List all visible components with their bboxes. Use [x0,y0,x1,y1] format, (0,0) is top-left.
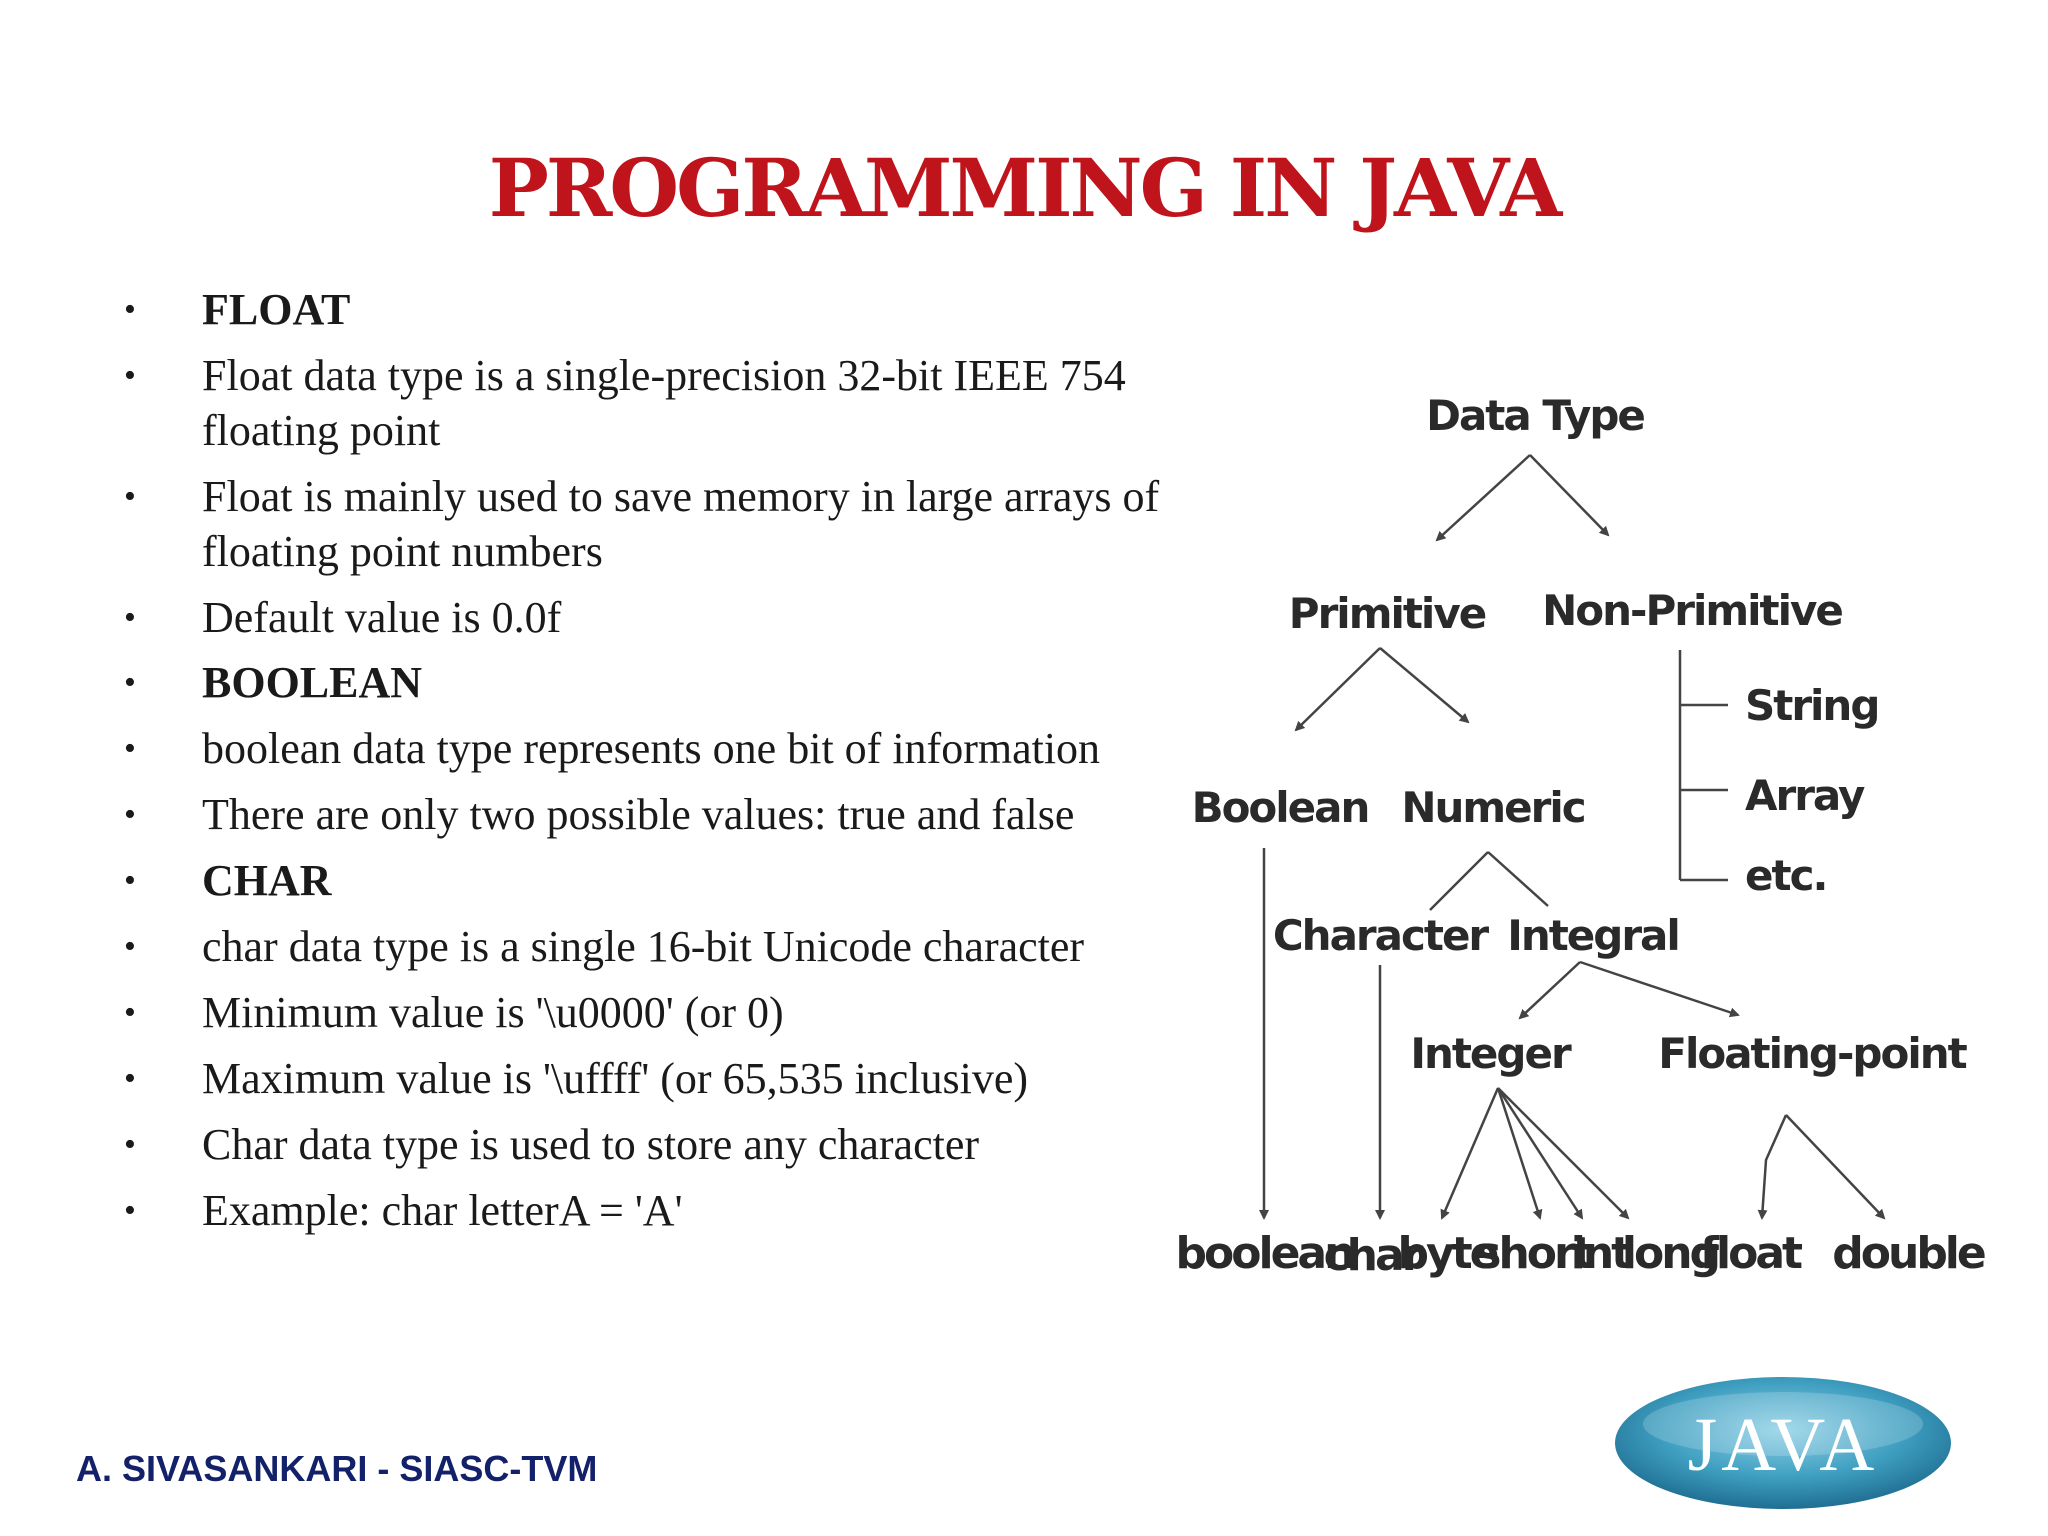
bullet-item: • Char data type is used to store any cha… [124,1117,1184,1172]
bullet-text: CHAR [202,856,332,905]
leaf-double: double [1832,1228,1985,1279]
edge-root-nonprimitive [1529,454,1610,537]
leaf-long: long [1622,1228,1718,1279]
bullet-text: Maximum value is '\uffff' (or 65,535 inc… [202,1054,1029,1103]
node-etc: etc. [1745,851,1826,900]
edge-integral-integer [1518,961,1581,1020]
leaf-int: int [1571,1228,1632,1279]
edge-primitive-boolean [1294,647,1381,732]
node-floating-point: Floating-point [1658,1029,1967,1078]
edge-numeric-integral [1487,851,1549,907]
bullet-text: Example: char letterA = 'A' [202,1186,683,1235]
node-character: Character [1273,911,1490,960]
bullet-dot: • [124,994,136,1031]
bullet-item: • CHAR [124,853,1184,908]
bullet-text: Float is mainly used to save memory in l… [202,472,1160,576]
bullet-item: • BOOLEAN [124,655,1184,710]
node-numeric: Numeric [1401,783,1584,832]
bullet-text: BOOLEAN [202,658,423,707]
footer-author: A. SIVASANKARI - SIASC-TVM [76,1448,598,1489]
node-integer: Integer [1410,1029,1572,1078]
edge-integer-byte [1440,1087,1500,1220]
logo-text: JAVA [1688,1403,1879,1487]
bullet-item: • Minimum value is '\u0000' (or 0) [124,985,1184,1040]
node-integral: Integral [1507,911,1679,960]
node-array: Array [1745,771,1865,820]
bullet-dot: • [124,730,136,767]
bullet-item: • boolean data type represents one bit of… [124,721,1184,776]
bullet-dot: • [124,1060,136,1097]
edge-floating-double [1785,1114,1886,1220]
slide-title: PROGRAMMING IN JAVA [488,141,1562,235]
bullet-text: Char data type is used to store any char… [202,1120,980,1169]
node-primitive: Primitive [1289,589,1486,638]
node-data-type: Data Type [1426,391,1644,440]
bullet-text: There are only two possible values: true… [202,790,1075,839]
bullet-item: • char data type is a single 16-bit Unico… [124,919,1184,974]
edge-numeric-character [1429,851,1489,911]
bullet-dot: • [124,1126,136,1163]
bullet-dot: • [124,862,136,899]
bullet-item: • There are only two possible values: tru… [124,787,1184,842]
bullet-dot: • [124,599,136,636]
bullet-text: Default value is 0.0f [202,593,562,642]
bullet-text: Minimum value is '\u0000' (or 0) [202,988,784,1037]
bullet-text: boolean data type represents one bit of … [202,724,1101,773]
java-logo: JAVA [1615,1377,1951,1509]
bullet-item: • FLOAT [124,282,1184,337]
node-string: String [1745,681,1878,730]
bullet-dot: • [124,928,136,965]
diagram-edges [1259,454,1886,1220]
bullet-dot: • [124,291,136,328]
leaf-short: short [1475,1228,1593,1279]
edge-primitive-numeric [1379,647,1470,724]
bullet-dot: • [124,664,136,701]
bullet-item: • Maximum value is '\uffff' (or 65,535 in… [124,1051,1184,1106]
leaf-boolean: boolean [1176,1228,1353,1279]
bullet-text: char data type is a single 16-bit Unicod… [202,922,1085,971]
edge-root-primitive [1435,454,1531,542]
edge-integer-int [1496,1087,1584,1220]
edge-integral-floating [1579,960,1740,1018]
edge-integer-long [1497,1087,1630,1220]
node-non-primitive: Non-Primitive [1542,586,1842,635]
bullet-text: Float data type is a single-precision 32… [202,351,1126,455]
bullet-dot: • [124,796,136,833]
bullet-text: FLOAT [202,285,351,334]
edge-floating-float [1757,1114,1788,1220]
bullet-dot: • [124,478,136,515]
bullet-item: • Example: char letterA = 'A' [124,1183,1184,1238]
logo-ellipse [1615,1377,1951,1509]
edge-integer-short [1496,1087,1543,1220]
bullet-dot: • [124,357,136,394]
bullet-dot: • [124,1192,136,1229]
node-boolean-group: Boolean [1192,783,1369,832]
leaf-float: float [1700,1228,1803,1279]
bullet-item: • Default value is 0.0f [124,590,1184,645]
bullet-item: • Float is mainly used to save memory in … [124,469,1184,579]
bullet-item: • Float data type is a single-precision 3… [124,348,1184,458]
leaf-char: char [1324,1230,1424,1281]
leaf-byte: byte [1397,1228,1497,1279]
logo-highlight [1643,1392,1923,1456]
